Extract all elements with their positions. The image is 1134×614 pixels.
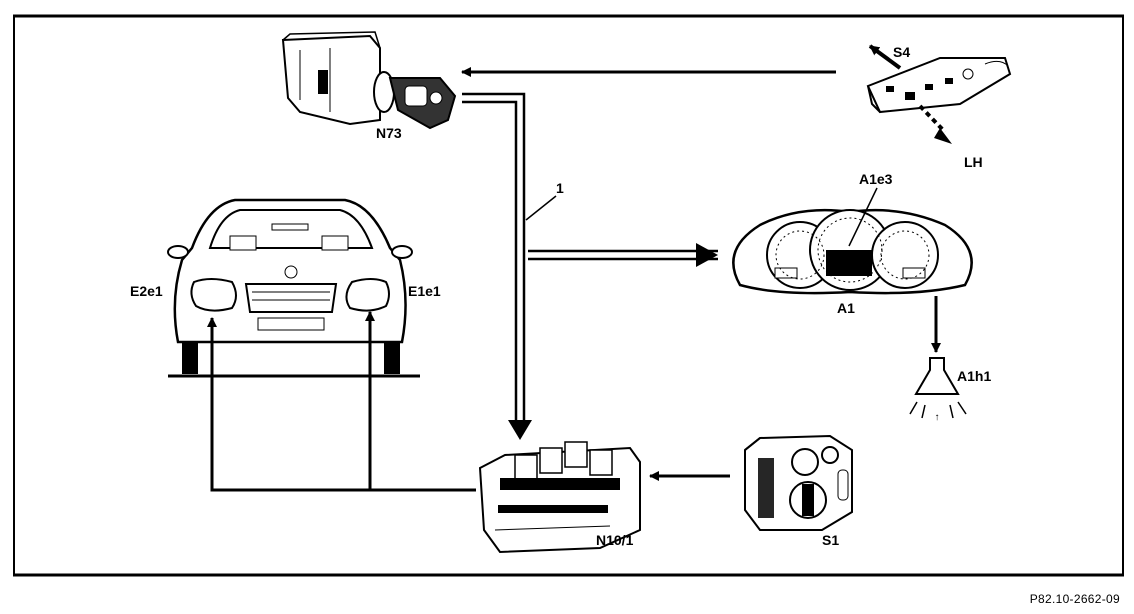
label-e1e1: E1e1 <box>408 283 441 299</box>
label-a1e3: A1e3 <box>859 171 893 187</box>
svg-text:↑: ↑ <box>935 412 940 423</box>
ignition-switch-n73-icon <box>281 31 457 130</box>
buzzer-a1h1-icon: ↑ <box>909 296 967 423</box>
label-a1: A1 <box>837 300 855 316</box>
diagram-frame <box>13 14 1124 577</box>
label-s1: S1 <box>822 532 839 548</box>
fuse-relay-module-n10-1-icon <box>478 441 641 554</box>
label-a1h1: A1h1 <box>957 368 991 384</box>
figure-reference: P82.10-2662-09 <box>1029 592 1120 606</box>
car-front-icon <box>167 198 420 378</box>
label-n73: N73 <box>376 125 402 141</box>
label-e2e1: E2e1 <box>130 283 163 299</box>
combination-switch-s4-icon <box>866 44 1012 144</box>
label-n10-1: N10/1 <box>596 532 634 548</box>
instrument-cluster-a1-icon <box>732 187 973 295</box>
label-wire-1: 1 <box>556 180 564 196</box>
light-switch-s1-icon <box>744 434 853 531</box>
signal-lines <box>207 67 836 492</box>
label-s4: S4 <box>893 44 910 60</box>
label-lh: LH <box>964 154 983 170</box>
labels: N73 S4 LH 1 A1e3 A1 A1h1 E2e1 E1e1 N10/1… <box>130 44 991 548</box>
